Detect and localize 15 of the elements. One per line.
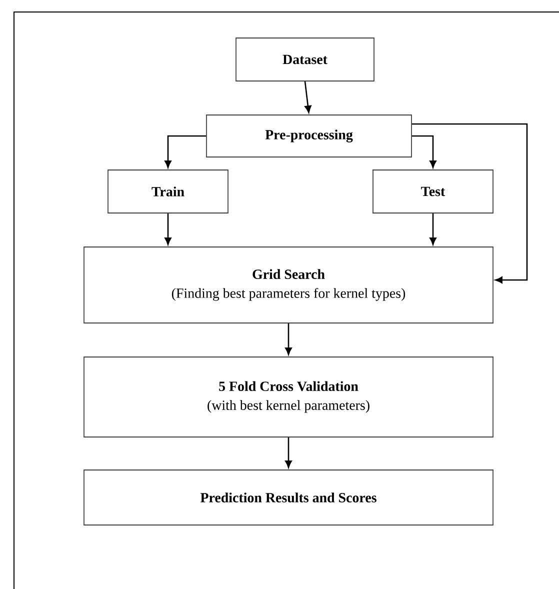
process-box: Pre-processing — [206, 114, 412, 158]
arrow — [412, 123, 528, 284]
process-box: Dataset — [236, 38, 374, 82]
process-box: Train — [108, 170, 228, 214]
arrow — [412, 135, 436, 168]
arrow — [304, 81, 312, 113]
process-box: 5 Fold Cross Validation (with best kernel parameters) — [84, 356, 494, 438]
process-box: Grid Search (Finding best parameters for kernel types) — [84, 246, 494, 324]
arrow — [164, 135, 206, 168]
arrow — [285, 323, 292, 355]
arrow — [430, 213, 436, 245]
process-box: Test — [372, 170, 494, 214]
process-box: Prediction Results and Scores — [84, 470, 494, 526]
arrow — [285, 437, 292, 468]
arrow — [164, 213, 172, 245]
